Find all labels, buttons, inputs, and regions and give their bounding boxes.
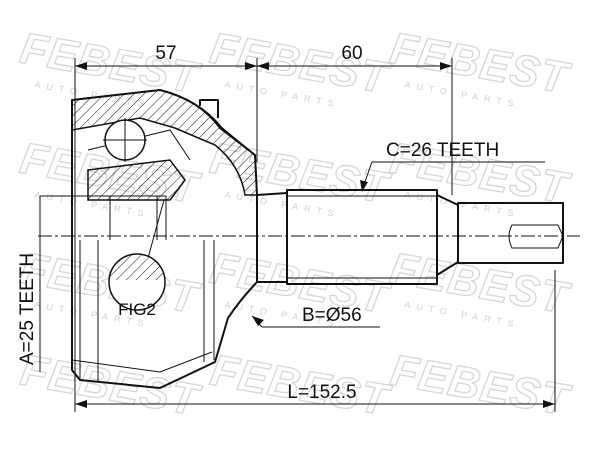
watermark-logo: FEBEST <box>207 24 394 104</box>
dimension-total-length: L=152.5 <box>75 382 555 408</box>
spec-label-outer-spline: C=26 TEETH <box>386 140 499 161</box>
dimension-label-total: L=152.5 <box>287 382 356 403</box>
watermark-logo: FEBEST <box>17 346 204 426</box>
threaded-end <box>457 202 564 264</box>
dimension-shaft-length: 60 <box>257 43 452 70</box>
spec-seal-diameter: B=Ø56 <box>251 305 380 328</box>
dimension-label-57: 57 <box>155 43 176 64</box>
cv-joint-housing <box>40 89 258 389</box>
spec-inner-spline: A=25 TEETH <box>17 196 41 372</box>
spec-outer-spline: C=26 TEETH <box>360 140 545 192</box>
spec-label-seal-diameter: B=Ø56 <box>302 305 362 326</box>
fig2-detail: FIG2 <box>108 253 166 319</box>
dimension-label-60: 60 <box>341 43 362 64</box>
watermark-logo: FEBEST <box>387 24 574 104</box>
fig2-label: FIG2 <box>118 300 156 319</box>
watermark-group: FEBEST AUTO PARTS FEBEST AUTO PARTS FEBE… <box>16 23 575 426</box>
watermark-logo: FEBEST <box>387 346 574 426</box>
dimension-housing-length: 57 <box>75 43 257 70</box>
spec-label-inner-spline: A=25 TEETH <box>17 253 38 365</box>
